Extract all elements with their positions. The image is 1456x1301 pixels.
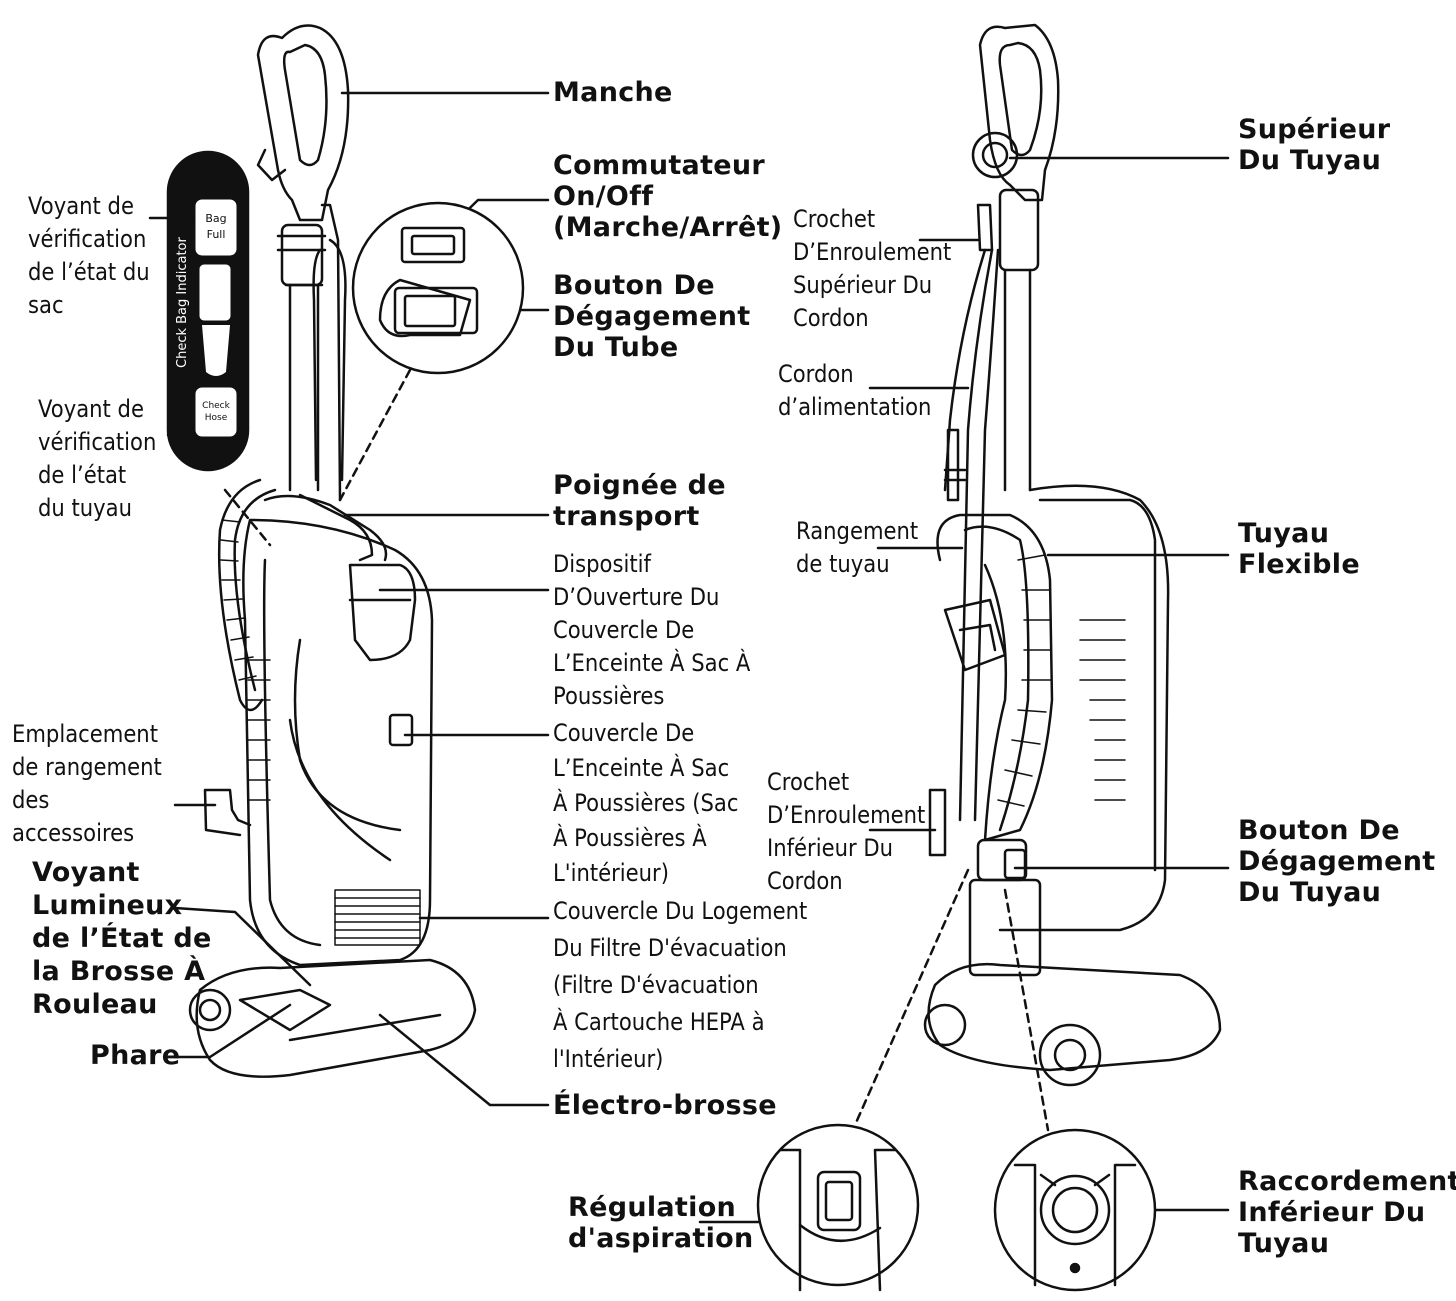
label-poignee: Poignée de transport	[553, 470, 726, 533]
leader-dashed-panel	[223, 488, 272, 547]
leader-dashed-left-zoom	[853, 868, 970, 1127]
label-emplacement: Emplacement de rangement des accessoires	[12, 720, 162, 847]
bag-full-line1: Bag	[205, 212, 226, 225]
leader-voyant-brosse	[173, 906, 312, 987]
carry-handle	[298, 493, 374, 562]
label-raccordement: Raccordement Inférieur Du Tuyau	[1238, 1166, 1456, 1260]
label-rangement-tuyau: Rangement de tuyau	[796, 517, 919, 578]
label-voyant-sac: Voyant de vérification de l’état du sac	[28, 192, 150, 319]
leader-phare	[173, 1003, 292, 1059]
label-cordon: Cordon d’alimentation	[778, 360, 932, 421]
leader-dashed-right-zoom	[1003, 888, 1050, 1132]
leader-electro-brosse	[378, 1013, 550, 1107]
label-tuyau-flexible: Tuyau Flexible	[1238, 518, 1360, 581]
handle-grip	[256, 24, 350, 222]
check-hose-line1: Check	[202, 401, 230, 411]
label-voyant-tuyau: Voyant de vérification de l’état du tuya…	[38, 395, 157, 522]
label-bouton-tube: Bouton De Dégagement Du Tube	[553, 270, 751, 364]
indicator-panel-details: Check Bag Indicator Bag Full Check Hose	[175, 199, 237, 437]
label-couvercle-filtre: Couvercle Du Logement Du Filtre D'évacua…	[553, 897, 808, 1073]
hose-top-connector	[971, 131, 1019, 179]
left-leader-lines	[148, 91, 550, 1107]
label-commutateur: Commutateur On/Off (Marche/Arrêt)	[553, 150, 783, 244]
label-manche: Manche	[553, 77, 673, 108]
zoom-switch	[351, 201, 525, 375]
label-phare: Phare	[90, 1040, 181, 1071]
label-electro-brosse: Électro-brosse	[553, 1090, 777, 1121]
left-vacuum	[188, 24, 477, 1078]
label-dispositif: Dispositif D’Ouverture Du Couvercle De L…	[553, 550, 751, 710]
bag-full-line2: Full	[207, 228, 226, 241]
label-couvercle-enceinte: Couvercle De L’Enceinte À Sac À Poussièr…	[553, 719, 739, 887]
leader-dashed-zoom	[338, 368, 412, 502]
label-crochet-superieur: Crochet D’Enroulement Supérieur Du Cordo…	[793, 205, 952, 332]
right-base	[927, 963, 1222, 1072]
right-wheel	[1038, 1023, 1102, 1087]
right-vacuum	[923, 23, 1222, 1087]
label-bouton-tuyau: Bouton De Dégagement Du Tuyau	[1238, 815, 1436, 909]
zoom-suction-control	[756, 1123, 920, 1292]
label-voyant-brosse: Voyant Lumineux de l’État de la Brosse À…	[32, 857, 212, 1020]
left-wheel	[188, 988, 232, 1032]
zoom-hose-connection	[993, 1128, 1157, 1292]
label-crochet-inferieur: Crochet D’Enroulement Inférieur Du Cordo…	[767, 768, 926, 895]
right-hose	[936, 513, 1054, 842]
check-hose-line2: Hose	[205, 413, 228, 423]
indicator-vertical-label: Check Bag Indicator	[175, 237, 190, 368]
main-body	[242, 518, 434, 967]
label-regulation: Régulation d'aspiration	[568, 1192, 754, 1255]
label-superieur-tuyau: Supérieur Du Tuyau	[1238, 114, 1391, 177]
floor-brush	[195, 958, 477, 1078]
